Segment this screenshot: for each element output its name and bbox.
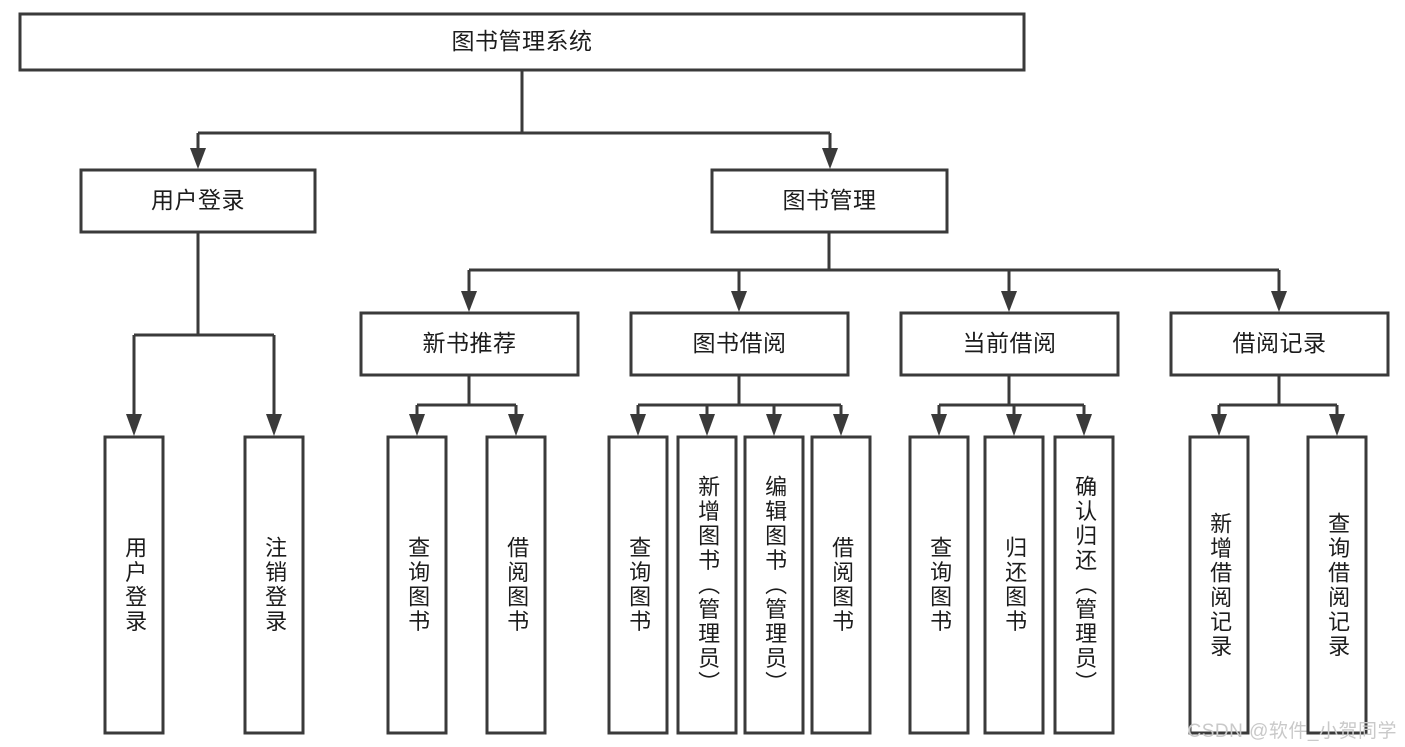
node-leaf-edit-book[interactable] (743, 435, 805, 735)
arrow-head-to-user-login (190, 148, 206, 169)
node-leaf-logout[interactable] (243, 435, 305, 735)
arrow-head-to-leaf-edit-book (766, 414, 782, 436)
arrow-head-to-leaf-return-book (1006, 414, 1022, 436)
arrow-head-to-leaf-borrow-book-2 (833, 414, 849, 436)
node-leaf-query-book-3[interactable] (908, 435, 970, 735)
node-user-login[interactable] (79, 168, 317, 234)
node-leaf-query-book-1[interactable] (386, 435, 448, 735)
node-current-borrow[interactable] (899, 311, 1120, 377)
edge-group-borrow-record-to-leaves (1211, 375, 1345, 436)
arrow-head-to-leaf-confirm-return (1076, 414, 1092, 436)
edge-group-root-to-level2 (190, 70, 838, 169)
arrow-head-to-leaf-add-book (699, 414, 715, 436)
node-leaf-user-login[interactable] (103, 435, 165, 735)
node-leaf-add-record[interactable] (1188, 435, 1250, 735)
arrow-head-to-leaf-logout (266, 414, 282, 436)
node-leaf-add-book[interactable] (676, 435, 738, 735)
node-borrow-record[interactable] (1169, 311, 1390, 377)
edge-group-new-book-recommend-to-leaves (409, 375, 524, 436)
arrow-head-to-leaf-query-book-3 (931, 414, 947, 436)
edge-group-user-login-to-leaves (126, 232, 282, 436)
edge-group-book-manage-to-level3 (461, 232, 1287, 312)
edge-group-current-borrow-to-leaves (931, 375, 1092, 436)
node-new-book-recommend[interactable] (359, 311, 580, 377)
arrow-head-to-leaf-user-login (126, 414, 142, 436)
edge-group-book-borrow-to-leaves (630, 375, 849, 436)
node-book-borrow[interactable] (629, 311, 850, 377)
arrow-head-to-current-borrow (1001, 291, 1017, 312)
node-leaf-confirm-return[interactable] (1053, 435, 1115, 735)
arrow-head-to-leaf-query-book-2 (630, 414, 646, 436)
arrow-head-to-leaf-query-book-1 (409, 414, 425, 436)
node-leaf-borrow-book-1[interactable] (485, 435, 547, 735)
node-root-book-management-system[interactable] (18, 12, 1026, 72)
arrow-head-to-leaf-borrow-book-1 (508, 414, 524, 436)
arrow-head-to-book-borrow (731, 291, 747, 312)
node-leaf-query-record[interactable] (1306, 435, 1368, 735)
arrow-head-to-borrow-record (1271, 291, 1287, 312)
node-leaf-query-book-2[interactable] (607, 435, 669, 735)
arrow-head-to-leaf-query-record (1329, 414, 1345, 436)
arrow-head-to-book-manage (822, 148, 838, 169)
arrow-head-to-leaf-add-record (1211, 414, 1227, 436)
arrow-head-to-new-book-recommend (461, 291, 477, 312)
node-leaf-return-book[interactable] (983, 435, 1045, 735)
node-book-manage[interactable] (710, 168, 949, 234)
node-leaf-borrow-book-2[interactable] (810, 435, 872, 735)
